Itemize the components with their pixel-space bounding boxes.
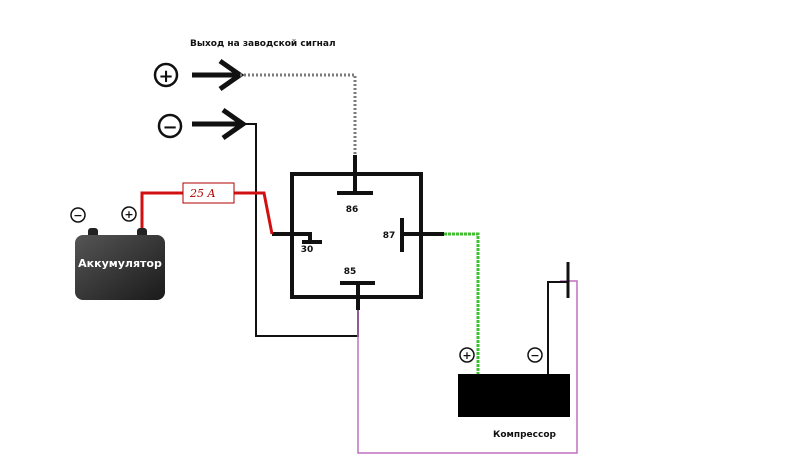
- compressor: + − Компрессор: [458, 347, 570, 440]
- wire-signal-minus-to-85: [243, 123, 359, 337]
- signal-plus-terminal: +: [153, 58, 245, 92]
- fuse-label: 25 A: [189, 187, 215, 200]
- signal-minus-terminal: −: [157, 107, 248, 141]
- wire-85-to-ground: [357, 280, 578, 454]
- pin-30-label: 30: [301, 245, 314, 255]
- pin-30-lead: [272, 232, 312, 242]
- plus-circle-icon: [153, 62, 179, 88]
- wire-signal-to-86: [240, 73, 357, 155]
- fuse-box: [182, 182, 235, 204]
- wire-battery-to-fuse: [140, 191, 183, 233]
- wire-fuse-to-30: [234, 191, 274, 235]
- pin-86-label: 86: [346, 205, 359, 215]
- battery-body: [75, 235, 165, 300]
- compressor-label: Компрессор: [493, 430, 557, 440]
- compressor-plus-symbol: +: [462, 349, 471, 362]
- minus-circle-icon: [157, 113, 183, 139]
- compressor-plus-icon: [459, 347, 475, 363]
- wire-compressor-minus: [547, 281, 568, 374]
- battery-plus-symbol: +: [124, 208, 133, 221]
- signal-plus-symbol: +: [158, 66, 173, 87]
- compressor-minus-symbol: −: [530, 349, 539, 362]
- battery-minus-icon: [70, 207, 86, 223]
- battery-plus-icon: [121, 206, 137, 222]
- wire-87-to-compressor: [444, 232, 480, 374]
- pin-85-label: 85: [344, 267, 357, 277]
- signal-output-label: Выход на заводской сигнал: [190, 39, 336, 49]
- battery-label: Аккумулятор: [78, 257, 162, 270]
- signal-minus-symbol: −: [162, 117, 177, 138]
- compressor-body: [458, 374, 570, 417]
- pin-87-label: 87: [383, 231, 396, 241]
- compressor-minus-icon: [527, 347, 543, 363]
- battery: Аккумулятор − +: [70, 206, 165, 300]
- battery-minus-symbol: −: [73, 209, 82, 222]
